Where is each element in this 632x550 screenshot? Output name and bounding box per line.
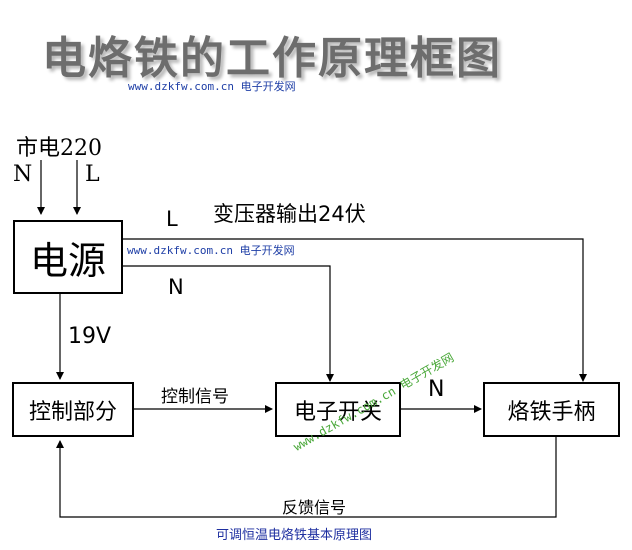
watermark-middle: www.dzkfw.com.cn 电子开发网 — [127, 242, 295, 258]
line-l-to-handle — [122, 238, 587, 382]
line-l-label: L — [166, 207, 178, 231]
mains-label: 市电220 — [16, 136, 102, 161]
power-box: 电源 — [13, 220, 123, 294]
handle-box: 烙铁手柄 — [483, 382, 620, 437]
transformer-output-label: 变压器输出24伏 — [213, 202, 366, 226]
feedback-label: 反馈信号 — [282, 498, 347, 517]
line-n-label: N — [168, 275, 184, 299]
line-n-to-switch — [122, 265, 334, 382]
switch-n-label: N — [428, 377, 445, 402]
power-box-label: 电源 — [29, 238, 106, 283]
mains-n-label: N — [13, 162, 33, 187]
control-box: 控制部分 — [12, 382, 134, 437]
control-signal-label: 控制信号 — [161, 387, 229, 407]
mains-l-label: L — [85, 162, 100, 187]
switch-box: 电子开关 — [275, 382, 401, 437]
line-feedback — [56, 437, 557, 518]
voltage-label: 19V — [68, 324, 112, 349]
watermark-top: www.dzkfw.com.cn 电子开发网 — [128, 80, 296, 93]
control-box-label: 控制部分 — [28, 399, 117, 425]
switch-box-label: 电子开关 — [293, 399, 382, 425]
caption: 可调恒温电烙铁基本原理图 — [216, 528, 373, 543]
page-title: 电烙铁的工作原理框图 — [42, 33, 502, 84]
handle-box-label: 烙铁手柄 — [507, 399, 596, 425]
